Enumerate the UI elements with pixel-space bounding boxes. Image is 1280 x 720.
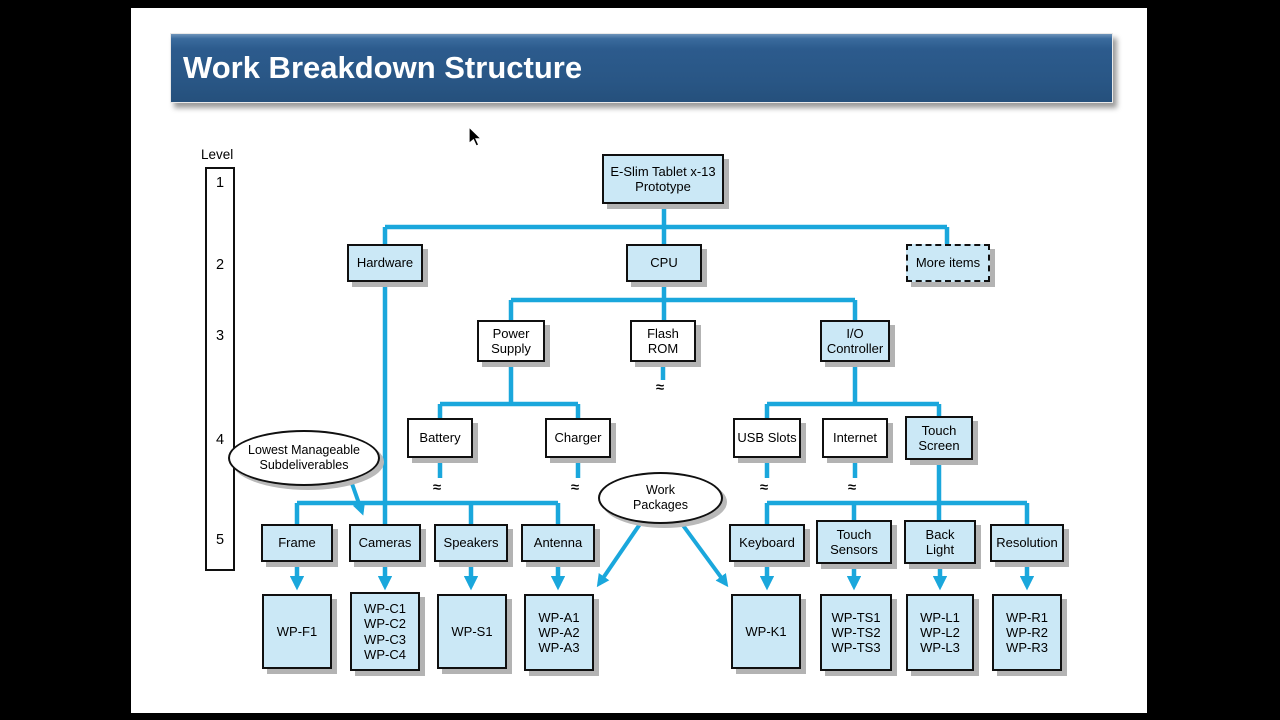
level-1-label: 1 — [215, 175, 225, 191]
level-4-label: 4 — [215, 432, 225, 448]
node-wp-a1-a3: WP-A1 WP-A2 WP-A3 — [524, 594, 594, 671]
node-wp-k1: WP-K1 — [731, 594, 801, 669]
node-wp-f1: WP-F1 — [262, 594, 332, 669]
node-power-supply: Power Supply — [477, 320, 545, 362]
node-touch-screen: Touch Screen — [905, 416, 973, 460]
node-resolution: Resolution — [990, 524, 1064, 562]
callout-work-packages: Work Packages — [598, 472, 723, 524]
node-charger: Charger — [545, 418, 611, 458]
node-wp-ts1-ts3: WP-TS1 WP-TS2 WP-TS3 — [820, 594, 892, 671]
callout-lowest-manageable-subdeliverables: Lowest Manageable Subdeliverables — [228, 430, 380, 486]
node-wp-c1-c4: WP-C1 WP-C2 WP-C3 WP-C4 — [350, 592, 420, 671]
node-wp-l1-l3: WP-L1 WP-L2 WP-L3 — [906, 594, 974, 671]
node-wp-s1: WP-S1 — [437, 594, 507, 669]
level-3-label: 3 — [215, 328, 225, 344]
approx-symbol: ≈ — [848, 479, 857, 496]
node-usb-slots: USB Slots — [733, 418, 801, 458]
approx-symbol: ≈ — [571, 479, 580, 496]
page-title: Work Breakdown Structure — [183, 50, 583, 85]
node-keyboard: Keyboard — [729, 524, 805, 562]
node-cpu: CPU — [626, 244, 702, 282]
node-antenna: Antenna — [521, 524, 595, 562]
mouse-cursor-icon — [468, 126, 483, 147]
node-cameras: Cameras — [349, 524, 421, 562]
node-internet: Internet — [822, 418, 888, 458]
node-root-e-slim-tablet: E-Slim Tablet x-13 Prototype — [602, 154, 724, 204]
node-touch-sensors: Touch Sensors — [816, 520, 892, 564]
level-legend-box: 1 2 3 4 5 — [205, 167, 235, 571]
approx-symbol: ≈ — [433, 479, 442, 496]
node-hardware: Hardware — [347, 244, 423, 282]
approx-symbol: ≈ — [760, 479, 769, 496]
level-legend-label: Level — [201, 147, 234, 162]
node-frame: Frame — [261, 524, 333, 562]
approx-symbol: ≈ — [656, 379, 665, 396]
node-wp-r1-r3: WP-R1 WP-R2 WP-R3 — [992, 594, 1062, 671]
node-flash-rom: Flash ROM — [630, 320, 696, 362]
node-io-controller: I/O Controller — [820, 320, 890, 362]
node-back-light: Back Light — [904, 520, 976, 564]
slide-title-bar: Work Breakdown Structure — [170, 33, 1113, 103]
node-battery: Battery — [407, 418, 473, 458]
level-2-label: 2 — [215, 257, 225, 273]
level-5-label: 5 — [215, 532, 225, 548]
node-more-items: More items — [906, 244, 990, 282]
node-speakers: Speakers — [434, 524, 508, 562]
